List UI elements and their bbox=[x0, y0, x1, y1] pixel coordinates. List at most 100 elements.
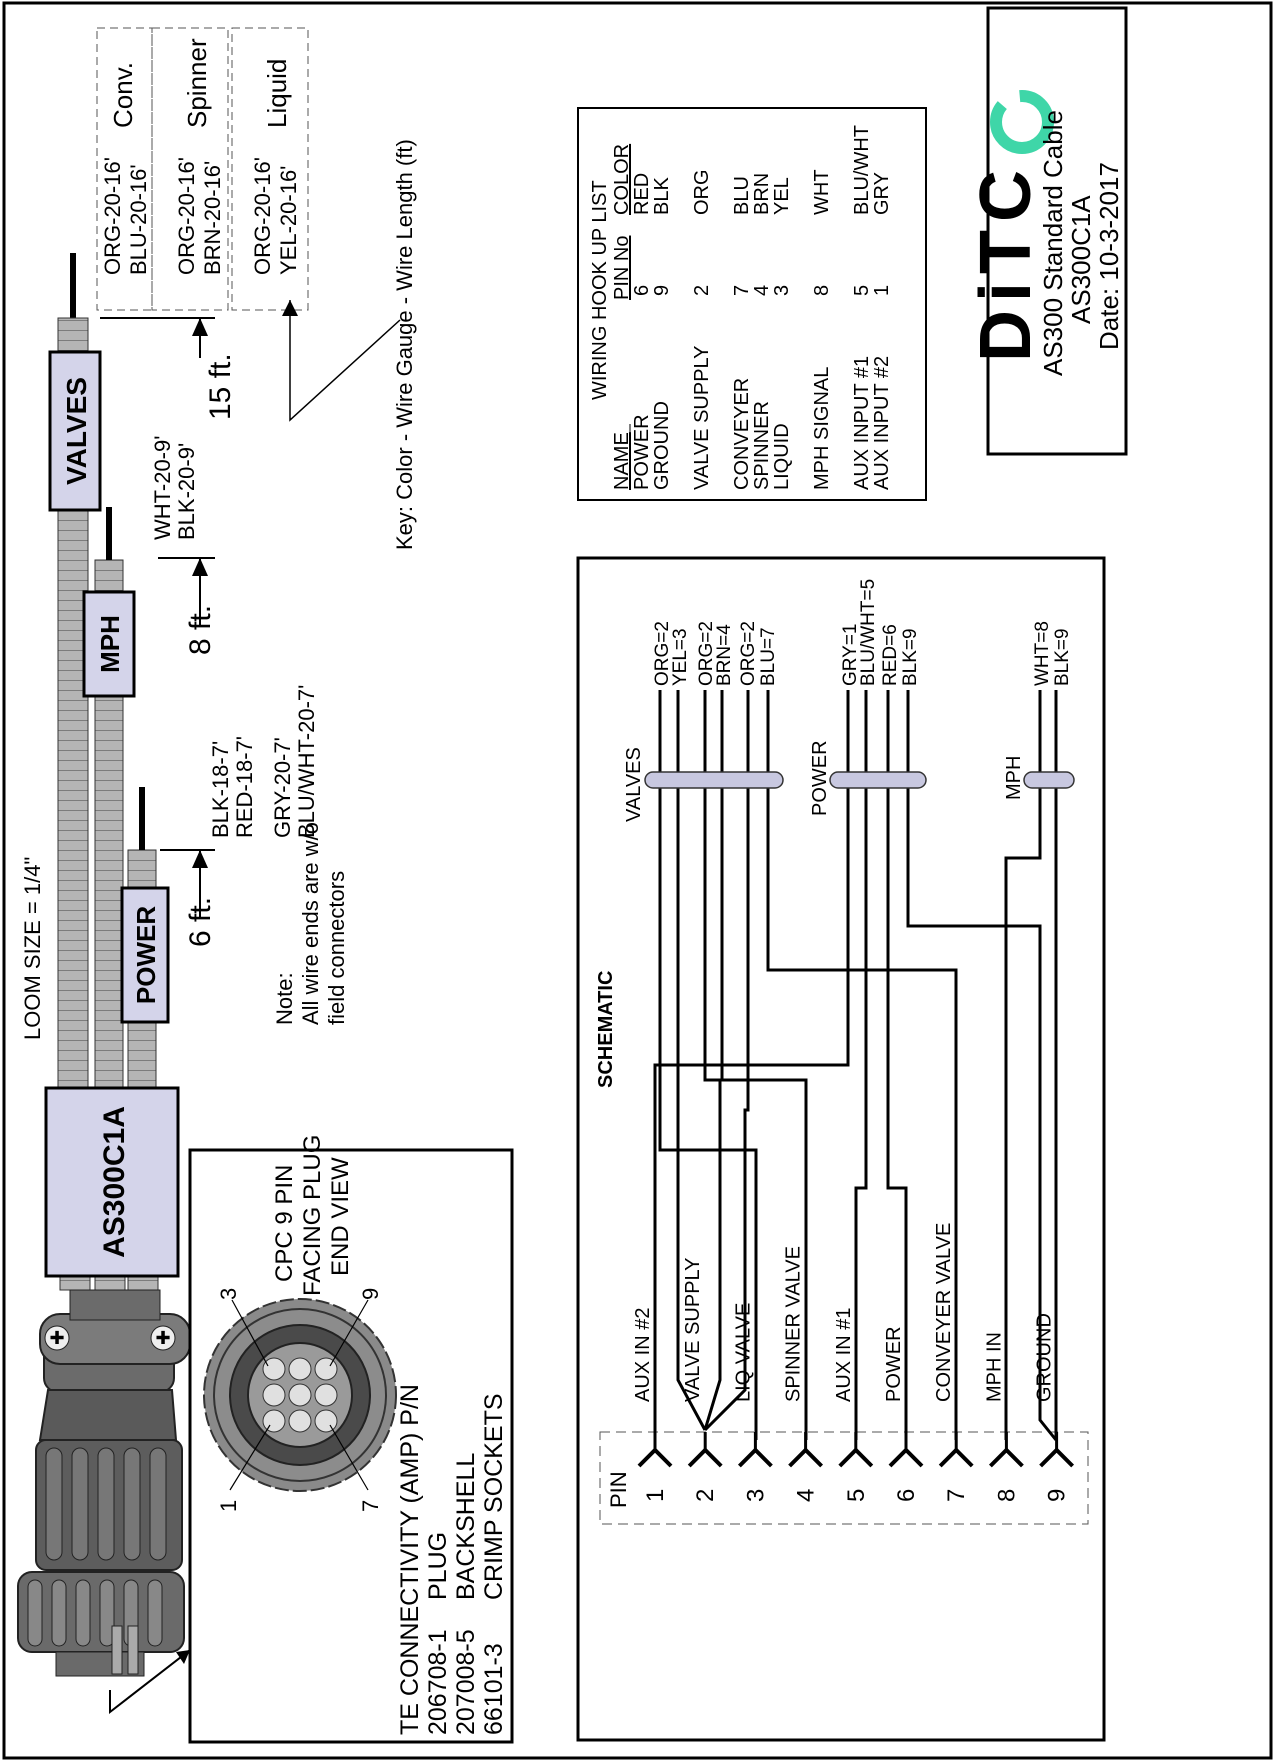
main-cable-label: AS300C1A bbox=[98, 1106, 131, 1258]
pin-header: PIN bbox=[606, 1471, 631, 1508]
dimension-15ft: 15 ft. bbox=[100, 317, 237, 420]
pin-number: 7 bbox=[943, 1489, 970, 1502]
liquid-wire-1: ORG-20-16' bbox=[250, 157, 275, 275]
pin-number: 9 bbox=[1044, 1489, 1071, 1502]
valves-branch-label: VALVES bbox=[61, 377, 92, 485]
pin-chevron bbox=[637, 1447, 673, 1468]
bundle-wire-label: BRN=4 bbox=[714, 624, 735, 686]
spinner-wire-2: BRN-20-16' bbox=[200, 161, 225, 275]
pin-function-label: POWER bbox=[883, 1326, 905, 1402]
power-wire-list: BLK-18-7' RED-18-7' GRY-20-7' BLU/WHT-20… bbox=[208, 685, 319, 838]
pin-chevron bbox=[737, 1447, 773, 1468]
pin-function-label: CONVEYER VALVE bbox=[933, 1223, 955, 1402]
pin-function-label: MPH IN bbox=[983, 1332, 1005, 1402]
bundle-wire-label: ORG=2 bbox=[738, 621, 759, 686]
mph-distance-label: 8 ft. bbox=[184, 605, 217, 655]
pin-number: 1 bbox=[642, 1489, 669, 1502]
cpc-connector-graphic: ✚ ✚ bbox=[17, 1289, 191, 1677]
pin-chevron bbox=[788, 1447, 824, 1468]
hookup-row-color: BRN bbox=[751, 173, 773, 215]
pin-number: 3 bbox=[742, 1489, 769, 1502]
svg-text:✚: ✚ bbox=[155, 1328, 170, 1348]
hookup-row-name: GROUND bbox=[651, 401, 673, 490]
power-bundle-label: POWER bbox=[809, 740, 831, 816]
bundle-wire-label: BLU=7 bbox=[758, 627, 779, 686]
pin-function-label: LIQ VALVE bbox=[732, 1303, 754, 1402]
loom-size-label: LOOM SIZE = 1/4" bbox=[20, 857, 45, 1040]
hookup-row-name: POWER bbox=[631, 414, 653, 490]
pin-number: 8 bbox=[993, 1489, 1020, 1502]
note-line-2: All wire ends are w/o bbox=[298, 822, 323, 1025]
pin-marker-1: 1 bbox=[216, 1500, 241, 1512]
hookup-row-color: BLK bbox=[651, 177, 673, 215]
hookup-header-pin: PIN No bbox=[611, 236, 633, 300]
hookup-row-pin: 9 bbox=[651, 285, 673, 296]
connector-title-1: CPC 9 PIN bbox=[271, 1165, 298, 1282]
pin-function-label: GROUND bbox=[1034, 1313, 1056, 1402]
bundle-wire-label: BLK=9 bbox=[900, 628, 921, 686]
wire-key-label: Key: Color - Wire Gauge - Wire Length (f… bbox=[392, 139, 417, 550]
pin-chevron bbox=[888, 1447, 924, 1468]
hookup-row-color: BLU bbox=[731, 176, 753, 215]
pin-number: 6 bbox=[893, 1489, 920, 1502]
pin-chevron bbox=[988, 1447, 1024, 1468]
pin-chevron bbox=[687, 1447, 723, 1468]
bundle-wire-label: BLK=9 bbox=[1052, 628, 1073, 686]
hookup-header-name: NAME bbox=[611, 432, 633, 490]
pin-function-label: SPINNER VALVE bbox=[783, 1246, 805, 1402]
part-number-2: 207008-5 bbox=[452, 1629, 480, 1735]
hookup-row-pin: 3 bbox=[771, 285, 793, 296]
spinner-group-label: Spinner bbox=[182, 38, 212, 128]
pin-marker-9: 9 bbox=[358, 1288, 383, 1300]
schematic-panel: SCHEMATIC PIN bbox=[576, 556, 1106, 1742]
schematic-title: SCHEMATIC bbox=[595, 971, 617, 1088]
mph-bundle-label: MPH bbox=[1003, 756, 1025, 800]
main-cable-box bbox=[44, 1086, 180, 1278]
part-number-1: 206708-1 bbox=[424, 1629, 452, 1735]
bundle-wire-label: RED=6 bbox=[880, 624, 901, 686]
hookup-row-name: AUX INPUT #2 bbox=[871, 356, 893, 490]
bundle-wire-label: WHT=8 bbox=[1032, 621, 1053, 686]
liquid-wire-2: YEL-20-16' bbox=[276, 166, 301, 275]
part-number-3: 66101-3 bbox=[480, 1643, 508, 1735]
power-wire-3: GRY-20-7' bbox=[270, 737, 295, 838]
pin-marker-7: 7 bbox=[358, 1500, 383, 1512]
mph-bundle-clamp bbox=[1023, 771, 1075, 789]
hookup-row-pin: 2 bbox=[691, 285, 713, 296]
power-wire-4: BLU/WHT-20-7' bbox=[294, 685, 319, 838]
hookup-row-pin: 5 bbox=[851, 285, 873, 296]
power-bundle-clamp bbox=[829, 771, 927, 789]
hookup-row-name: LIQUID bbox=[771, 423, 793, 490]
bundle-wire-label: GRY=1 bbox=[840, 624, 861, 687]
svg-text:✚: ✚ bbox=[49, 1328, 64, 1348]
pin-number: 4 bbox=[793, 1489, 820, 1502]
mph-branch-label: MPH bbox=[95, 615, 125, 673]
ditc-logo: DiTC bbox=[966, 90, 1054, 362]
power-branch-label: POWER bbox=[131, 906, 161, 1004]
hookup-row-name: CONVEYER bbox=[731, 378, 753, 490]
mph-wire-list: WHT-20-9' BLK-20-9' bbox=[150, 436, 199, 540]
connector-face-graphic bbox=[203, 1298, 397, 1492]
connector-vendor: TE CONNECTIVITY (AMP) P/N bbox=[396, 1384, 424, 1735]
schematic-wires bbox=[653, 690, 1058, 1441]
hookup-row-color: YEL bbox=[771, 177, 793, 215]
hookup-row-color: WHT bbox=[811, 169, 833, 215]
conv-wire-1: ORG-20-16' bbox=[100, 157, 125, 275]
mph-branch-box bbox=[82, 590, 136, 698]
part-desc-1: PLUG bbox=[424, 1532, 452, 1600]
hookup-title: WIRING HOOK UP LIST bbox=[589, 180, 611, 400]
hookup-row-pin: 4 bbox=[751, 285, 773, 296]
note-line-3: field connectors bbox=[324, 871, 349, 1025]
valves-branch-box bbox=[48, 350, 102, 512]
pin-function-label: AUX IN #2 bbox=[632, 1308, 654, 1402]
part-desc-3: CRIMP SOCKETS bbox=[480, 1393, 508, 1600]
hookup-row-pin: 7 bbox=[731, 285, 753, 296]
cable-assembly-drawing: VALVES MPH POWER AS300C1A ✚ ✚ bbox=[17, 27, 417, 1715]
ditc-logo-text: DiTC bbox=[966, 162, 1046, 362]
product-name: AS300 Standard Cable bbox=[1038, 110, 1068, 376]
part-desc-2: BACKSHELL bbox=[452, 1453, 480, 1600]
